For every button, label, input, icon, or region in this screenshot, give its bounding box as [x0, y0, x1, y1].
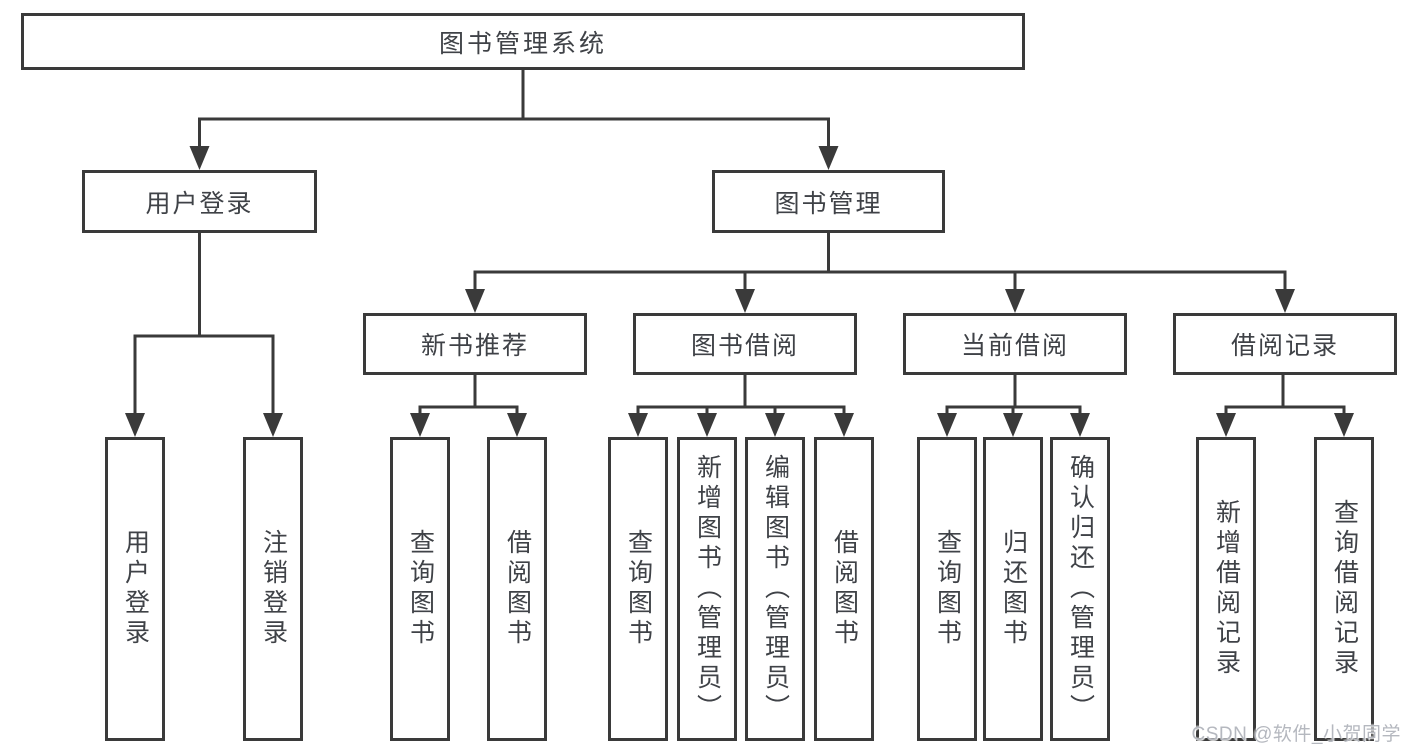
- leaf-borrow-books-recommend: 借阅图书: [487, 437, 547, 741]
- node-book-borrowing: 图书借阅: [633, 313, 857, 375]
- node-new-book-recommendation: 新书推荐: [363, 313, 587, 375]
- leaf-edit-book-admin: 编辑图书（管理员）: [745, 437, 805, 741]
- connector-root-to-level2: [189, 70, 839, 170]
- connector-book-borrowing-children: [628, 375, 854, 437]
- node-borrow-records: 借阅记录: [1173, 313, 1397, 375]
- node-user-login: 用户登录: [82, 170, 317, 233]
- leaf-user-login: 用户登录: [105, 437, 165, 741]
- node-book-management: 图书管理: [712, 170, 945, 233]
- leaf-add-book-admin: 新增图书（管理员）: [677, 437, 737, 741]
- connector-book-management-children: [465, 233, 1295, 313]
- connector-new-book-children: [410, 375, 527, 437]
- csdn-watermark: CSDN @软件_小贺同学: [1191, 724, 1401, 745]
- node-root-library-system: 图书管理系统: [21, 13, 1025, 70]
- leaf-query-books-recommend: 查询图书: [390, 437, 450, 741]
- connector-current-borrowing-children: [937, 375, 1090, 437]
- leaf-query-borrow-record: 查询借阅记录: [1314, 437, 1374, 741]
- connector-borrow-records-children: [1216, 375, 1354, 437]
- leaf-add-borrow-record: 新增借阅记录: [1196, 437, 1256, 741]
- node-current-borrowing: 当前借阅: [903, 313, 1127, 375]
- leaf-query-books-borrowing: 查询图书: [608, 437, 668, 741]
- leaf-confirm-return-admin: 确认归还（管理员）: [1050, 437, 1110, 741]
- leaf-query-books-current: 查询图书: [917, 437, 977, 741]
- leaf-logout: 注销登录: [243, 437, 303, 741]
- leaf-return-books: 归还图书: [983, 437, 1043, 741]
- connector-user-login-children: [125, 233, 283, 437]
- leaf-borrow-books: 借阅图书: [814, 437, 874, 741]
